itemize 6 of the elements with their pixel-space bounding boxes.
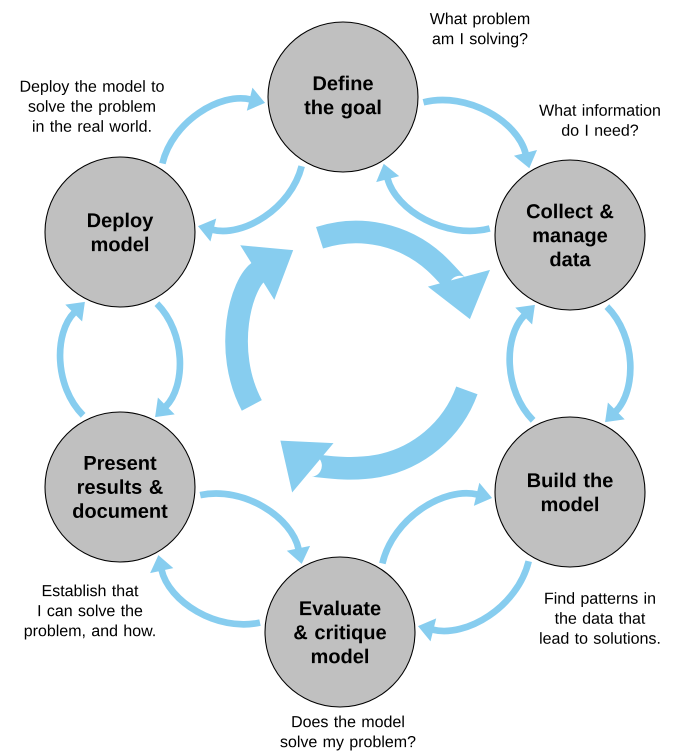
caption-text: Find patterns in the data that lead to solutions. xyxy=(540,592,660,644)
caption-text: What information do I need? xyxy=(539,104,660,136)
caption-text: Deploy the model to solve the problem in the real world. xyxy=(20,80,164,132)
caption-text: What problem am I solving? xyxy=(430,12,530,48)
caption-text: Establish that I can solve the problem, and how. xyxy=(24,584,155,640)
caption-text: Does the model solve my problem? xyxy=(280,716,416,750)
